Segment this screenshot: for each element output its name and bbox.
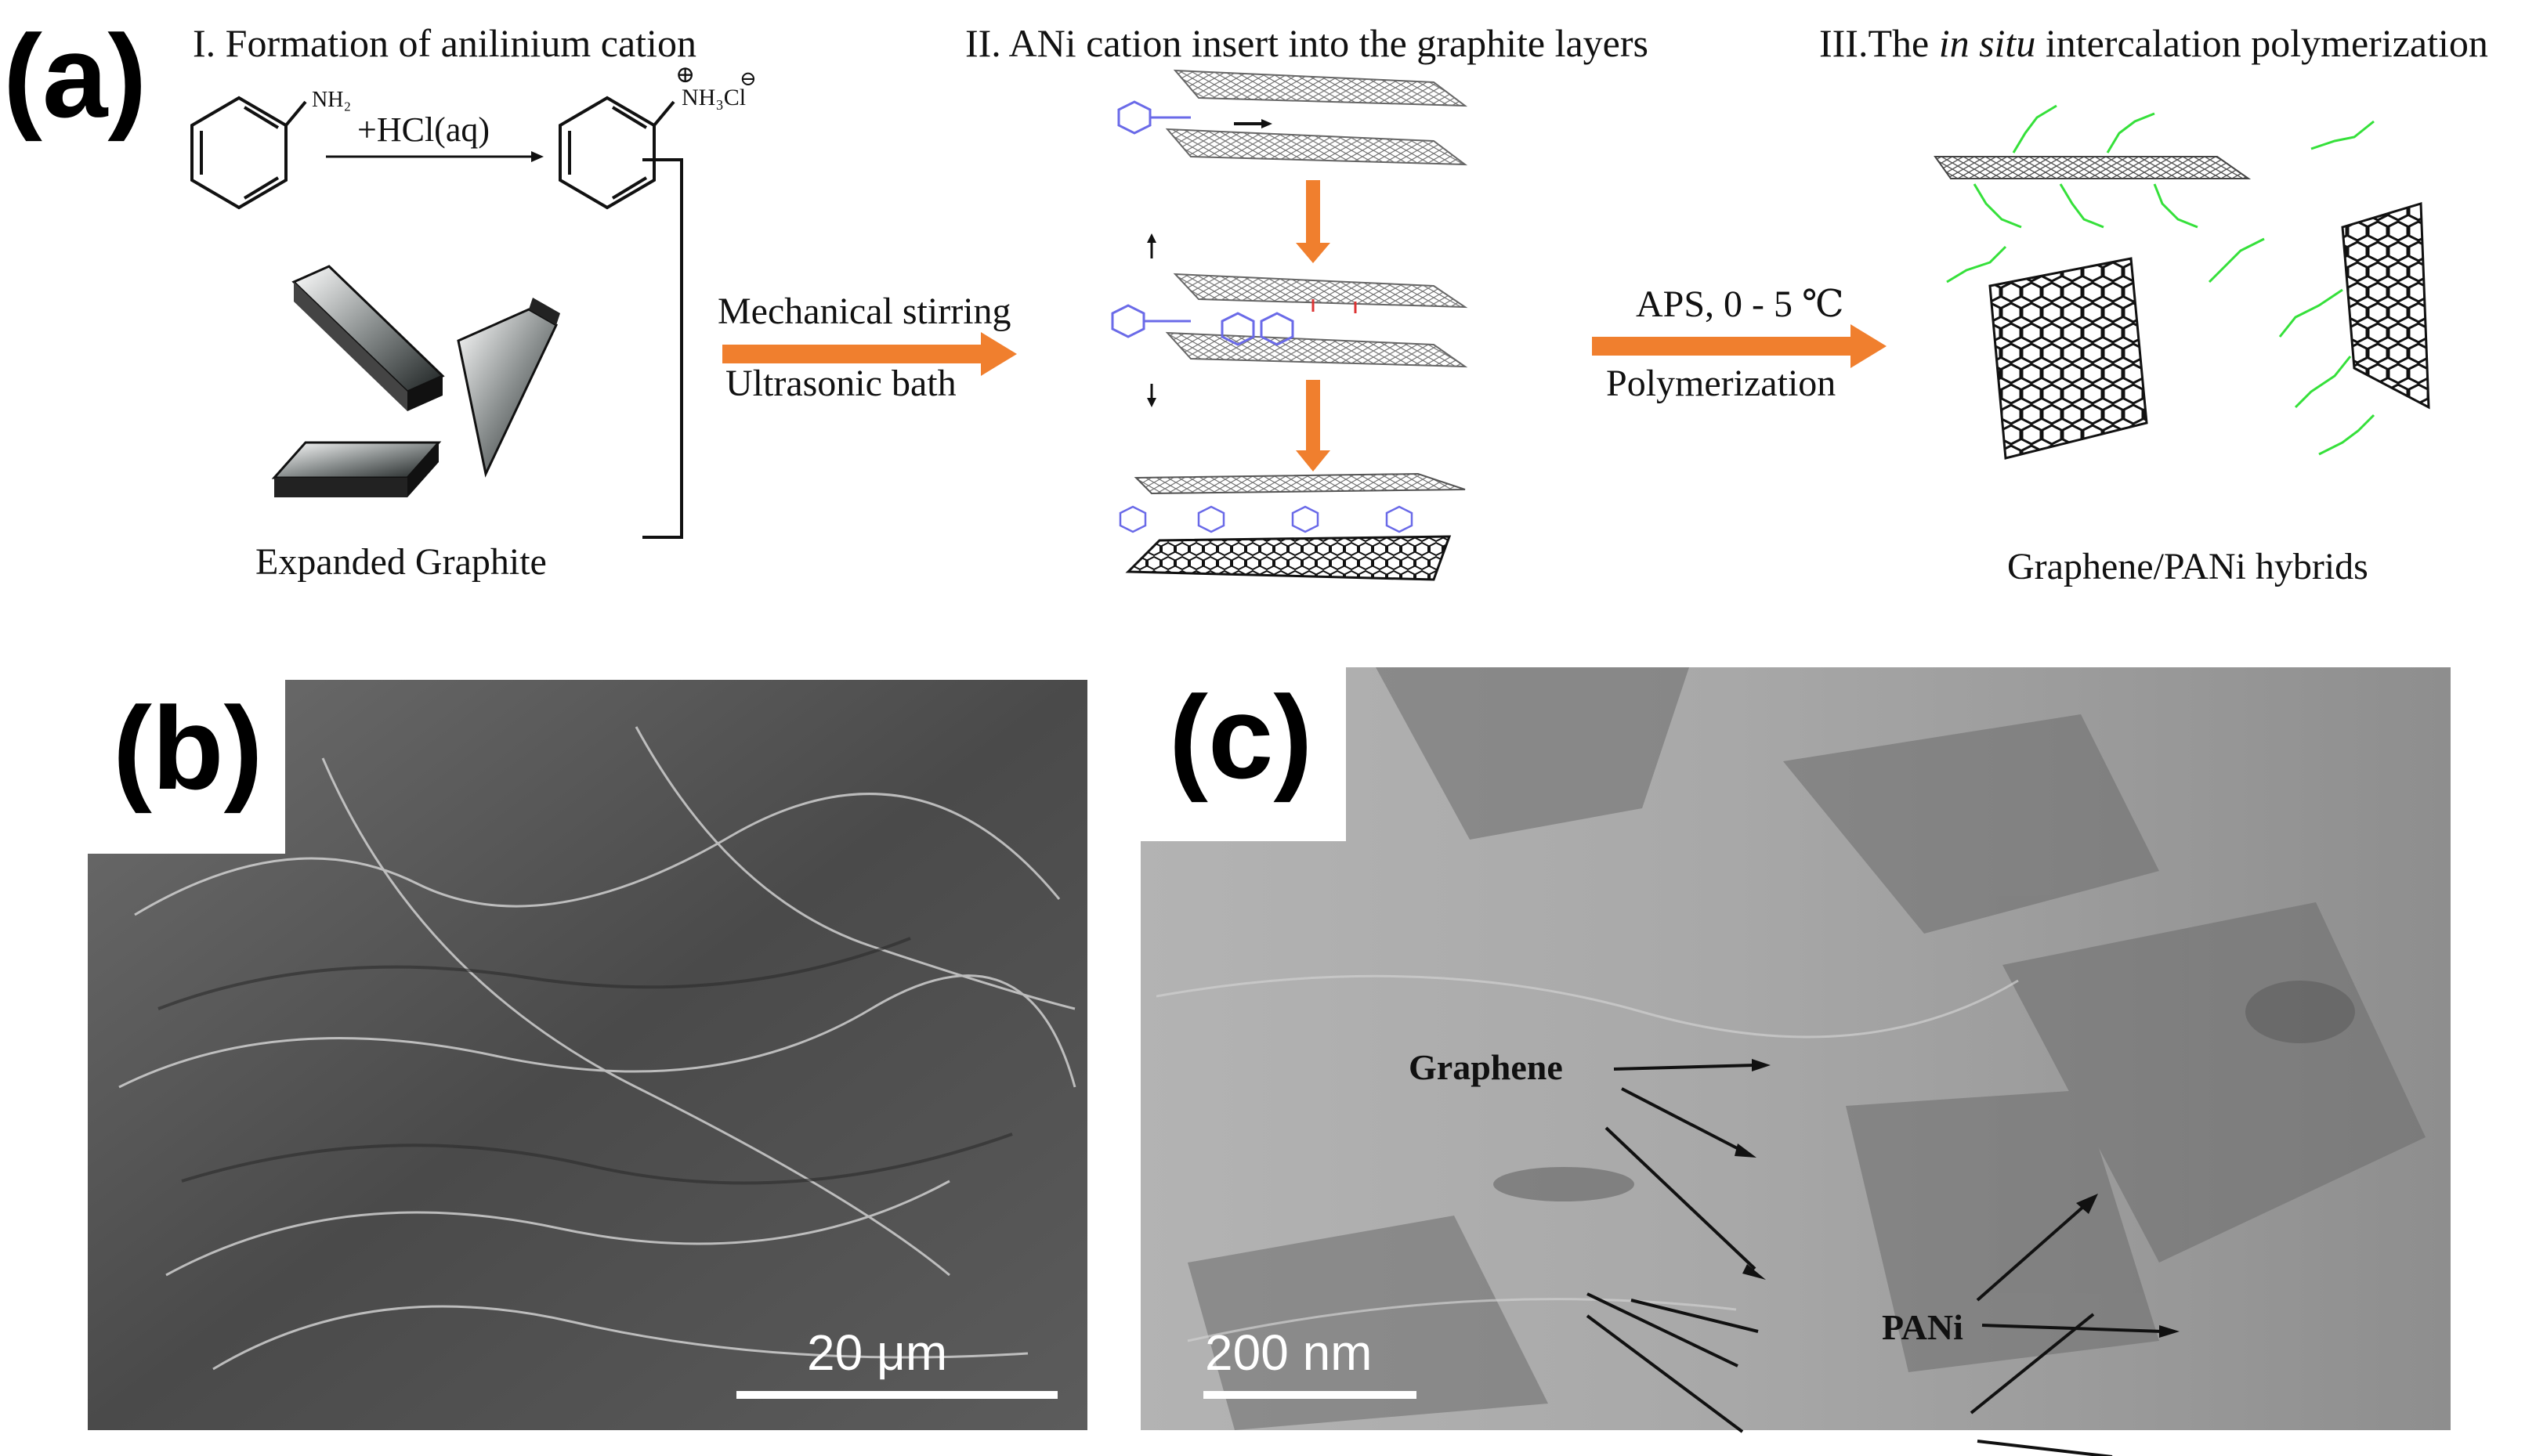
- aniline-structure: [190, 96, 307, 210]
- step-2-title: II. ANi cation insert into the graphite …: [965, 21, 1648, 65]
- tem-label-graphene: Graphene: [1409, 1047, 1563, 1087]
- graphene-pani-hybrids: [1934, 104, 2430, 460]
- anilinium-structure: [559, 96, 675, 210]
- anilinium-charge-plus: ⊕: [675, 62, 696, 88]
- aniline-nh2-label: NH₂: [312, 88, 352, 112]
- panel-b-scale-bar: [736, 1391, 1058, 1399]
- graphite-block-3: [271, 441, 442, 497]
- product-label: Graphene/PANi hybrids: [2007, 546, 2368, 587]
- panel-a-letter: (a): [3, 10, 147, 142]
- bracket: [642, 158, 683, 539]
- intercalation-sheets: [1111, 69, 1468, 581]
- panel-b-scale-label: 20 μm: [807, 1324, 948, 1381]
- step-3-title-post: intercalation polymerization: [2035, 21, 2488, 65]
- panel-b-letter: (b): [88, 680, 285, 854]
- step-3-title: III.The in situ intercalation polymeriza…: [1819, 20, 2488, 66]
- graphite-block-1: [291, 265, 445, 411]
- arrow2-label-top: APS, 0 - 5 ℃: [1636, 284, 1844, 325]
- reaction-arrow: [326, 151, 544, 162]
- hcl-reagent-label: +HCl(aq): [357, 110, 490, 149]
- arrow1-label-top: Mechanical stirring: [718, 291, 1011, 332]
- tem-image: [1141, 667, 2451, 1456]
- panel-c-scale-label: 200 nm: [1205, 1324, 1373, 1381]
- anilinium-nh3cl-label: NH₃Cl: [682, 85, 747, 110]
- step-3-title-pre: III.The: [1819, 21, 1939, 65]
- orange-arrow-1: [722, 332, 1017, 376]
- step-1-title: I. Formation of anilinium cation: [193, 21, 696, 65]
- expanded-graphite-label: Expanded Graphite: [255, 541, 547, 583]
- panel-c-scale-bar: [1203, 1391, 1416, 1399]
- tem-label-pani: PANi: [1882, 1307, 1963, 1347]
- graphite-block-2: [457, 298, 560, 478]
- arrow1-label-bottom: Ultrasonic bath: [725, 363, 957, 404]
- ani-molecule-1: [1117, 100, 1191, 135]
- orange-arrow-2: [1592, 324, 1887, 368]
- panel-c-letter: (c): [1141, 667, 1346, 841]
- step-3-title-italic: in situ: [1938, 21, 2036, 65]
- expanded-graphite-blocks: [271, 265, 560, 497]
- graphene-arrows: [1604, 1059, 1771, 1280]
- pani-arrows: [1976, 1194, 2180, 1338]
- arrow2-label-bottom: Polymerization: [1606, 363, 1836, 404]
- chloride-charge-minus: ⊖: [740, 67, 757, 90]
